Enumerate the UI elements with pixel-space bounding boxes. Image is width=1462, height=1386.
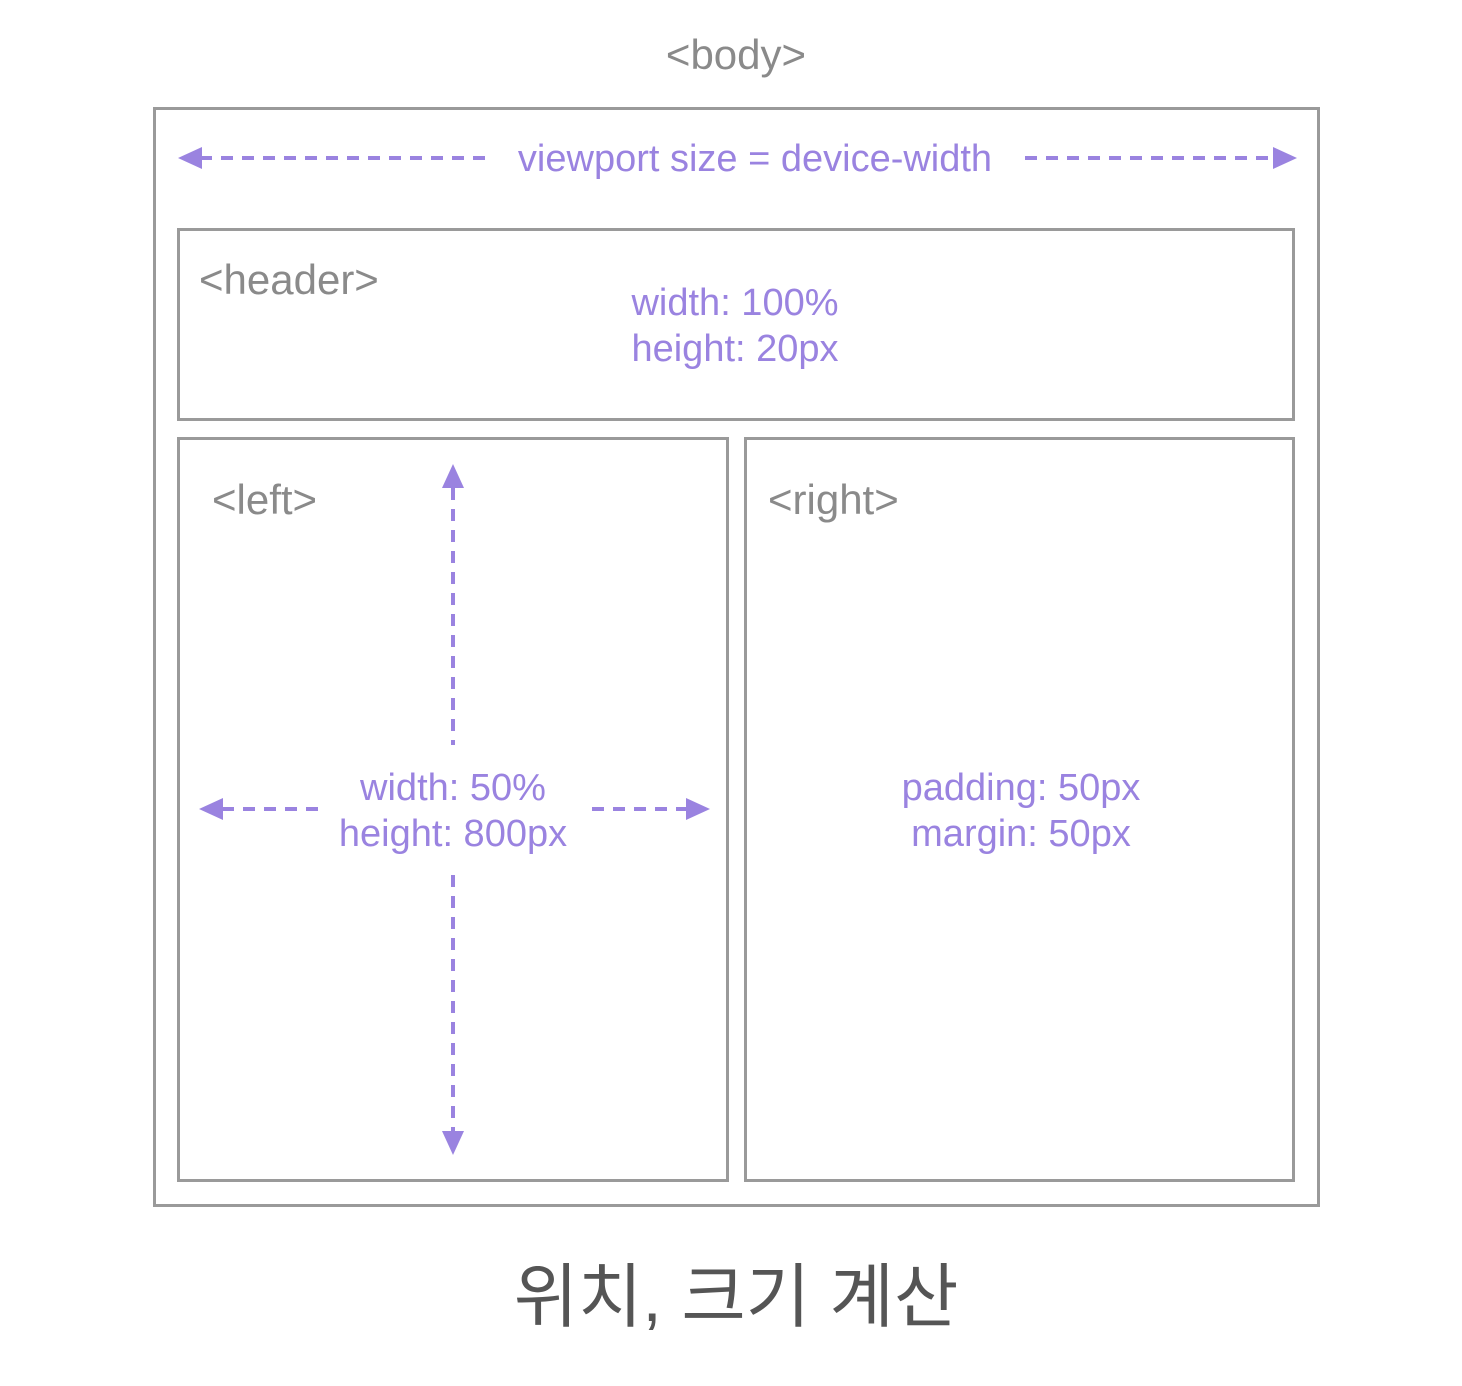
right-padding-label: padding: 50px	[901, 767, 1141, 809]
left-box	[177, 437, 729, 1182]
right-margin-label: margin: 50px	[911, 813, 1131, 855]
header-tag-label: <header>	[199, 256, 379, 303]
left-width-label: width: 50%	[360, 767, 546, 809]
viewport-arrow-left-head	[178, 147, 202, 169]
header-width-label: width: 100%	[631, 282, 839, 324]
viewport-arrow-right-head	[1273, 147, 1297, 169]
left-height-arrow-down-head	[442, 1131, 464, 1155]
right-box	[744, 437, 1295, 1182]
diagram-caption: 위치, 크기 계산	[513, 1258, 959, 1336]
body-box	[153, 107, 1320, 1207]
viewport-label: viewport size = device-width	[517, 138, 993, 180]
body-tag-label: <body>	[665, 31, 807, 78]
left-width-arrow-left-head	[199, 798, 223, 820]
header-box	[177, 228, 1295, 421]
left-tag-label: <left>	[212, 476, 318, 523]
header-height-label: height: 20px	[631, 328, 839, 370]
right-tag-label: <right>	[768, 476, 899, 523]
left-width-arrow-right-head	[686, 798, 710, 820]
left-height-arrow-up-head	[442, 464, 464, 488]
left-height-label: height: 800px	[338, 813, 568, 855]
